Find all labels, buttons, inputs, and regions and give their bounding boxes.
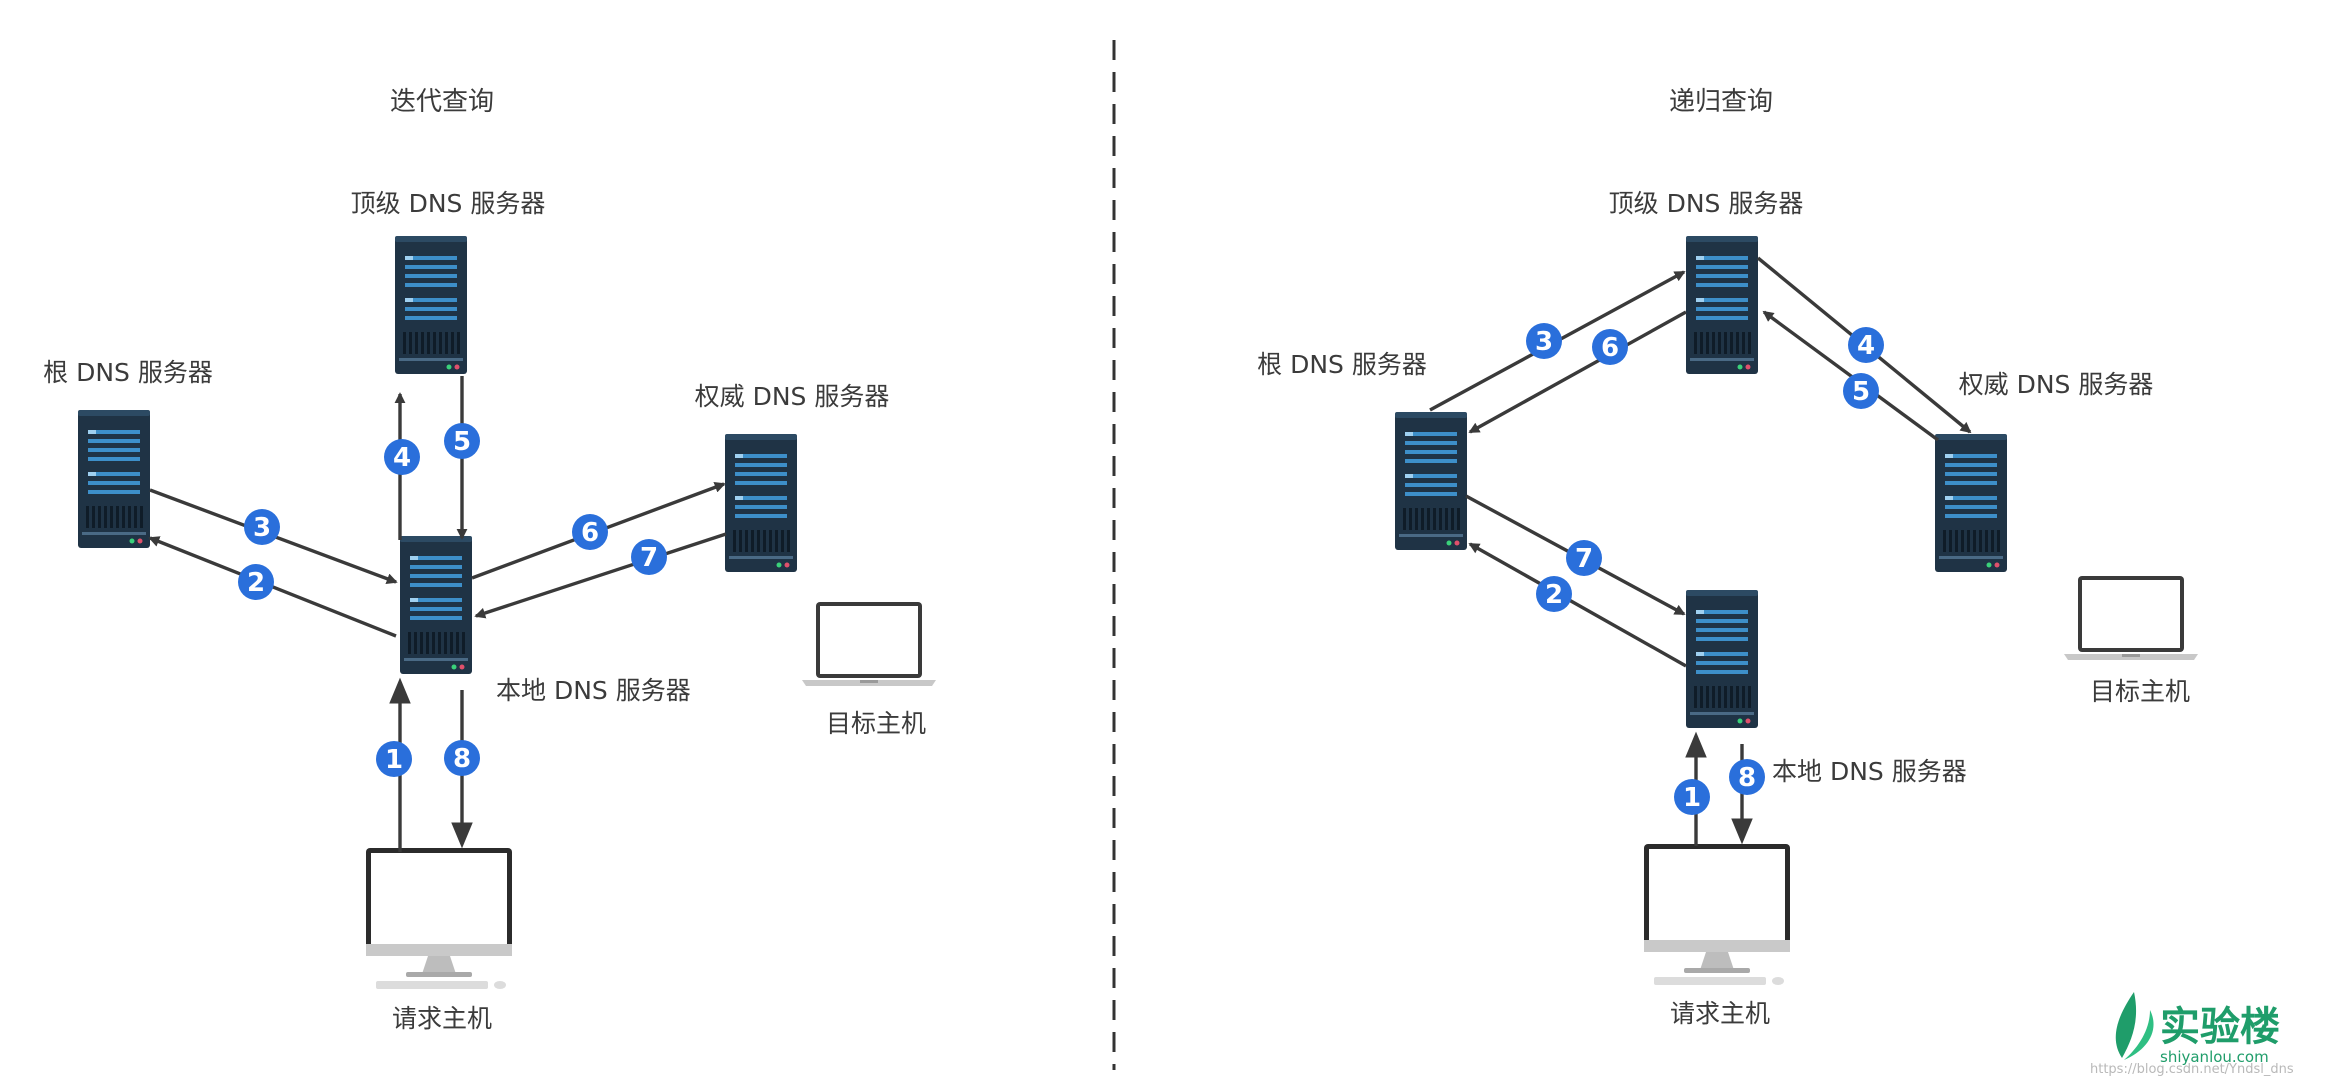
svg-text:5: 5 bbox=[1852, 377, 1870, 407]
step-badge: 6 bbox=[1592, 329, 1628, 365]
svg-text:2: 2 bbox=[1545, 580, 1563, 610]
auth-server-label: 权威 DNS 服务器 bbox=[695, 382, 890, 411]
step-badge: 1 bbox=[376, 741, 412, 777]
arrow-step-7 bbox=[474, 532, 727, 619]
root-server-label: 根 DNS 服务器 bbox=[43, 358, 213, 387]
brand-domain: shiyanlou.com bbox=[2160, 1048, 2269, 1066]
step-badge: 2 bbox=[1536, 576, 1572, 612]
local-server-icon bbox=[400, 536, 472, 674]
root-server-icon bbox=[78, 410, 150, 548]
iterative-query-panel: 迭代查询 顶级 DNS 服务器 根 DNS 服务器 权威 DNS 服务器 本地 … bbox=[43, 87, 936, 1033]
svg-text:2: 2 bbox=[247, 568, 265, 598]
svg-text:1: 1 bbox=[1683, 783, 1701, 813]
auth-server-icon bbox=[1935, 434, 2007, 572]
step-badge: 5 bbox=[1843, 373, 1879, 409]
svg-text:4: 4 bbox=[1857, 331, 1875, 361]
root-server-label: 根 DNS 服务器 bbox=[1257, 350, 1427, 379]
step-badge: 8 bbox=[444, 740, 480, 776]
step-badge: 7 bbox=[1566, 540, 1602, 576]
step-badge: 8 bbox=[1729, 759, 1765, 795]
local-server-icon bbox=[1686, 590, 1758, 728]
watermark-text: https://blog.csdn.net/Yndsl_dns bbox=[2090, 1062, 2294, 1077]
arrow-step-2 bbox=[1468, 542, 1687, 668]
tld-server-icon bbox=[395, 236, 467, 374]
step-badge: 3 bbox=[244, 509, 280, 545]
client-monitor-icon bbox=[366, 848, 512, 989]
svg-text:6: 6 bbox=[1601, 333, 1619, 363]
svg-text:8: 8 bbox=[1738, 763, 1756, 793]
auth-server-icon bbox=[725, 434, 797, 572]
svg-text:7: 7 bbox=[640, 543, 658, 573]
brand-name: 实验楼 bbox=[2160, 1004, 2280, 1050]
local-server-label: 本地 DNS 服务器 bbox=[496, 676, 691, 705]
brand-logo: 实验楼 shiyanlou.com bbox=[2115, 992, 2280, 1066]
target-host-label: 目标主机 bbox=[826, 709, 926, 738]
svg-text:8: 8 bbox=[453, 744, 471, 774]
step-badge: 3 bbox=[1526, 323, 1562, 359]
client-monitor-icon bbox=[1644, 844, 1790, 985]
step-badge: 5 bbox=[444, 423, 480, 459]
tld-server-label: 顶级 DNS 服务器 bbox=[351, 189, 546, 218]
root-server-icon bbox=[1395, 412, 1467, 550]
arrow-step-6 bbox=[1468, 310, 1687, 434]
svg-text:1: 1 bbox=[385, 745, 403, 775]
step-badge: 4 bbox=[384, 439, 420, 475]
auth-server-label: 权威 DNS 服务器 bbox=[1959, 370, 2154, 399]
leaf-logo-icon bbox=[2115, 992, 2154, 1060]
svg-text:3: 3 bbox=[253, 513, 271, 543]
panel-title-recursive: 递归查询 bbox=[1669, 87, 1773, 117]
svg-text:4: 4 bbox=[393, 443, 411, 473]
svg-text:7: 7 bbox=[1575, 544, 1593, 574]
local-server-label: 本地 DNS 服务器 bbox=[1772, 757, 1967, 786]
target-host-label: 目标主机 bbox=[2090, 677, 2190, 706]
target-laptop-icon bbox=[802, 602, 936, 686]
step-badge: 2 bbox=[238, 564, 274, 600]
tld-server-icon bbox=[1686, 236, 1758, 374]
step-badge: 4 bbox=[1848, 327, 1884, 363]
svg-text:3: 3 bbox=[1535, 327, 1553, 357]
tld-server-label: 顶级 DNS 服务器 bbox=[1609, 189, 1804, 218]
target-laptop-icon bbox=[2064, 576, 2198, 660]
step-badge: 7 bbox=[631, 539, 667, 575]
arrow-step-5 bbox=[1762, 310, 1940, 442]
svg-text:5: 5 bbox=[453, 427, 471, 457]
client-host-label: 请求主机 bbox=[392, 1004, 492, 1033]
step-badge: 1 bbox=[1674, 779, 1710, 815]
client-host-label: 请求主机 bbox=[1670, 999, 1770, 1028]
recursive-query-panel: 递归查询 顶级 DNS 服务器 根 DNS 服务器 权威 DNS 服务器 本地 … bbox=[1257, 87, 2198, 1028]
svg-text:6: 6 bbox=[581, 518, 599, 548]
step-badge: 6 bbox=[572, 514, 608, 550]
panel-title-iterative: 迭代查询 bbox=[390, 87, 494, 117]
